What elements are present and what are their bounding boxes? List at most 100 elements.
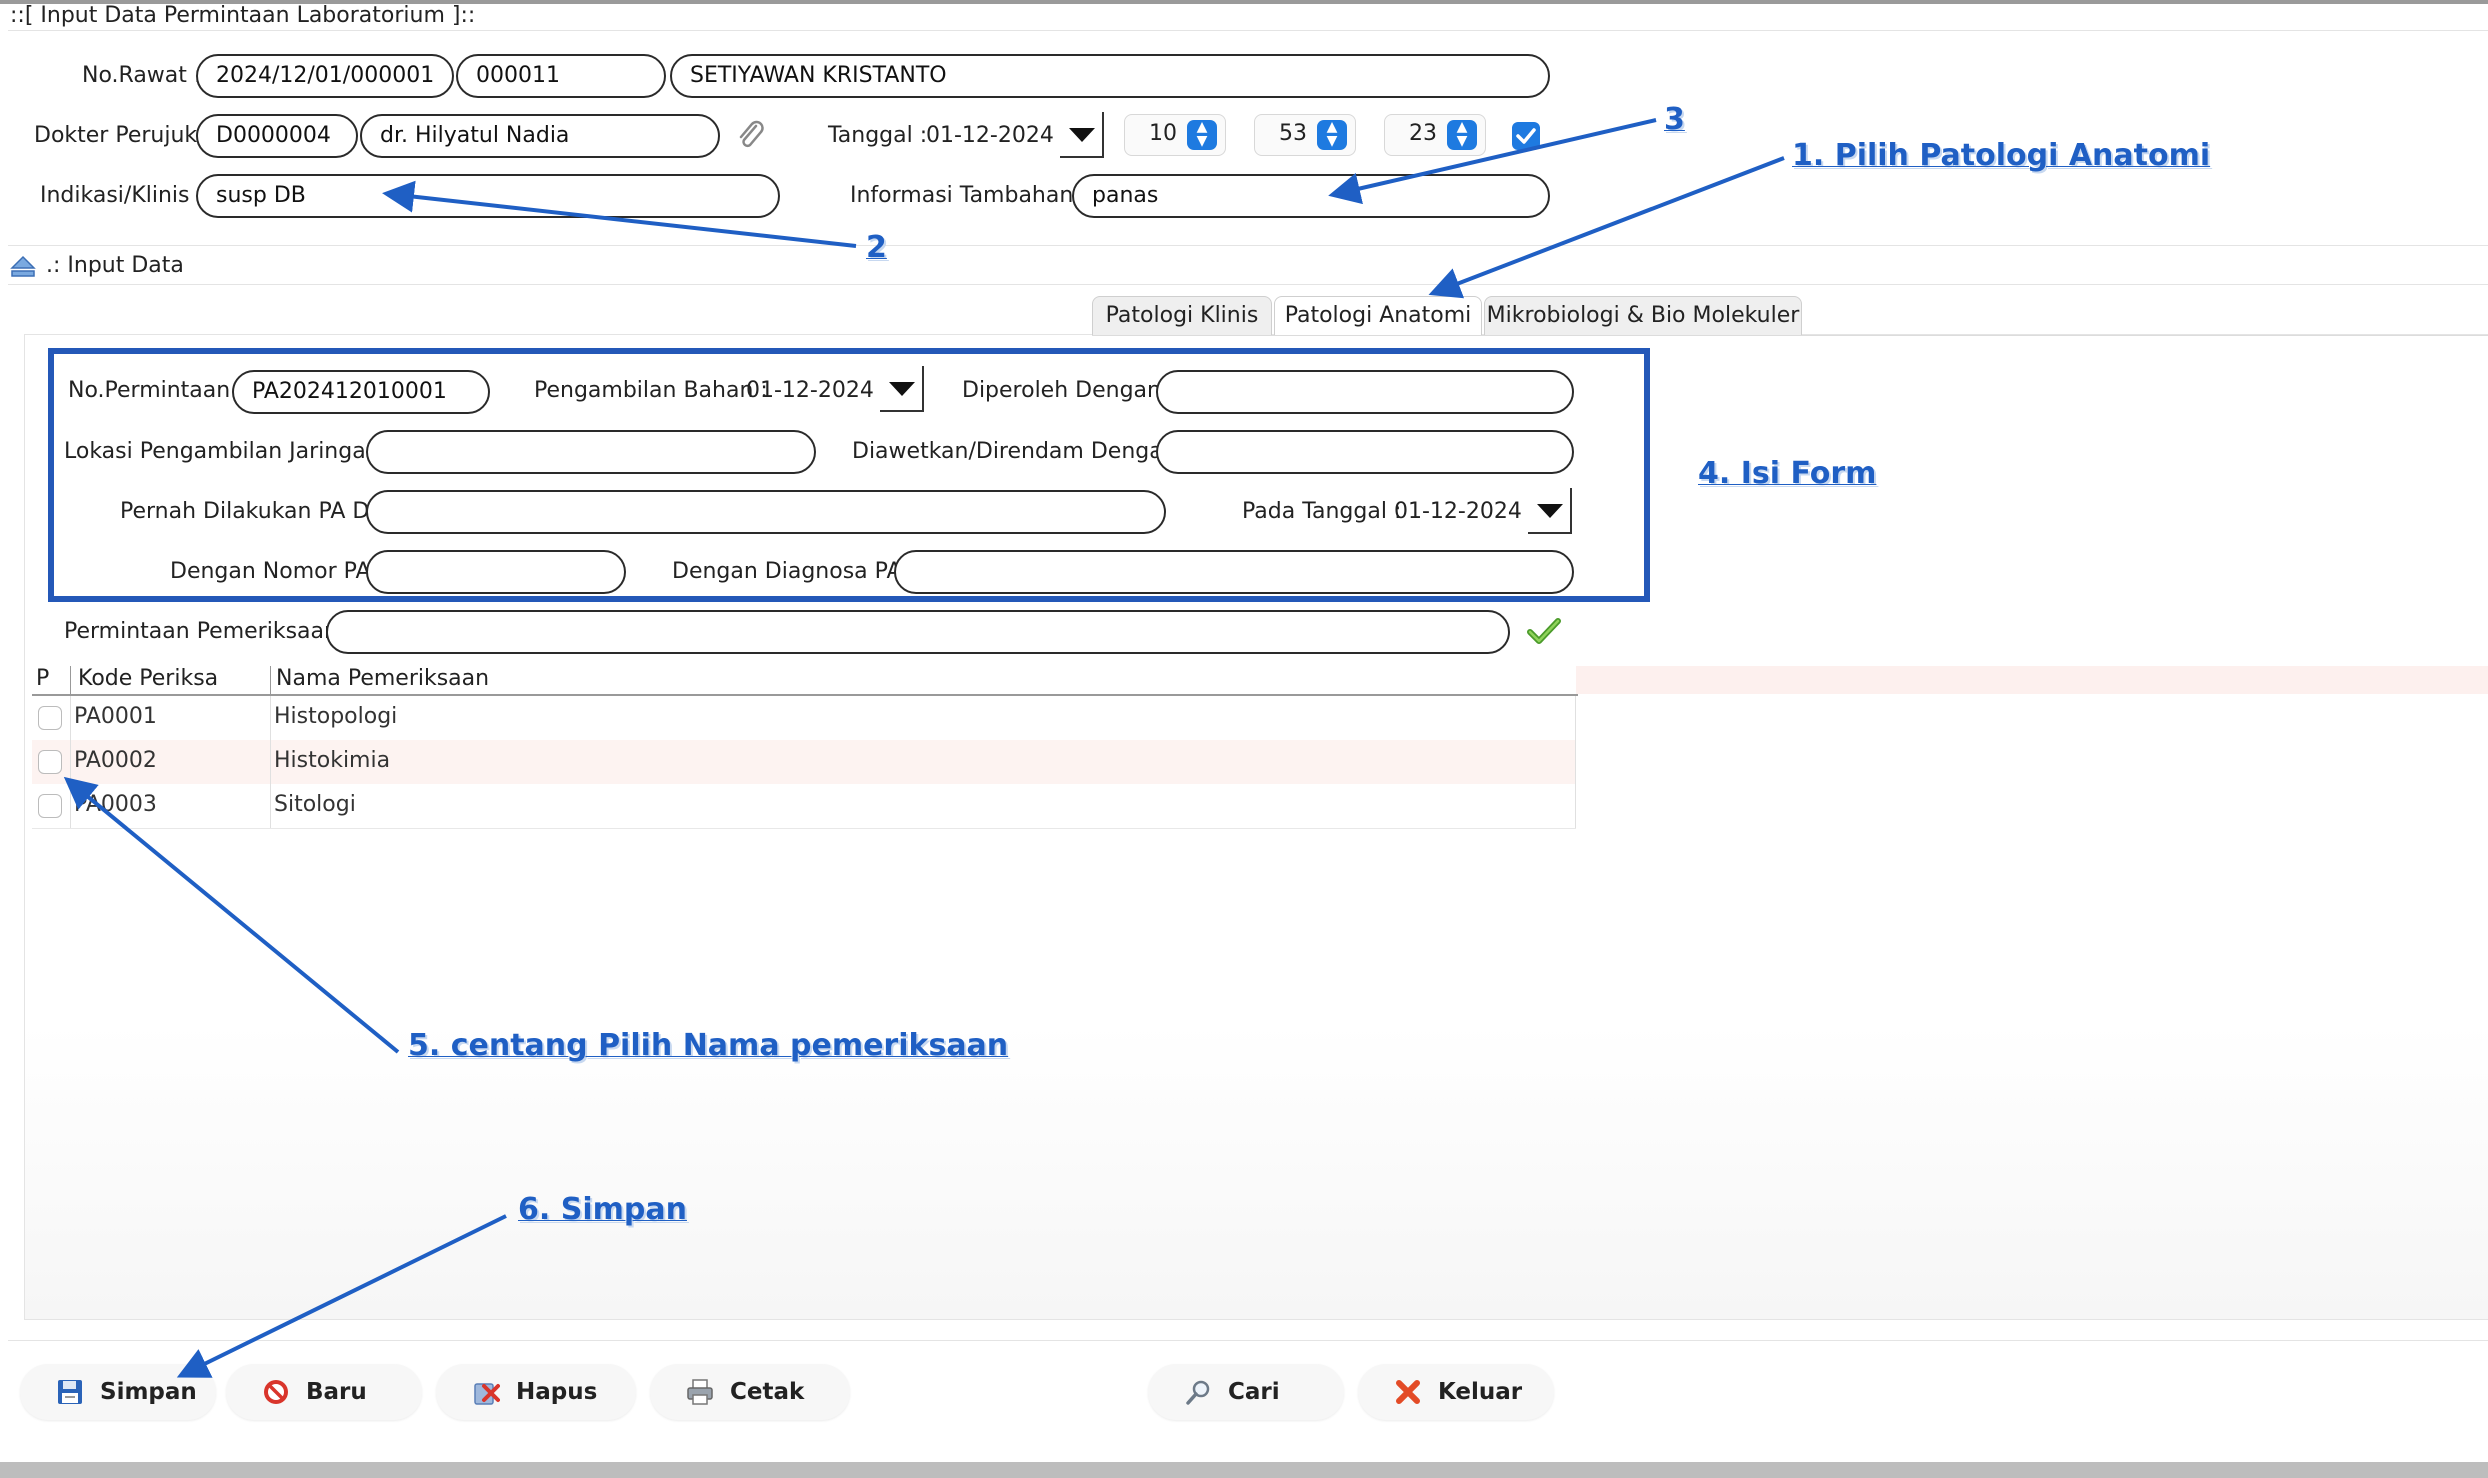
search-icon — [1186, 1380, 1210, 1405]
second-value: 23 — [1409, 121, 1437, 146]
col-header-kode[interactable]: Kode Periksa — [78, 666, 219, 691]
check-icon — [1516, 128, 1536, 144]
col-header-p[interactable]: P — [36, 666, 50, 691]
row-checkbox[interactable] — [38, 794, 62, 818]
no-rawat-label: No.Rawat : — [82, 63, 202, 88]
informasi-tambahan-label: Informasi Tambahan : — [850, 183, 1088, 208]
hour-spinner[interactable]: 10 ▲▼ — [1124, 114, 1226, 156]
tab-strip-line — [1092, 335, 2488, 336]
indikasi-label: Indikasi/Klinis : — [40, 183, 204, 208]
informasi-tambahan-field[interactable]: panas — [1072, 174, 1550, 218]
row-kode: PA0001 — [74, 704, 157, 729]
cari-button[interactable]: Cari — [1148, 1364, 1344, 1420]
second-stepper-icon[interactable]: ▲▼ — [1447, 120, 1477, 150]
indikasi-field[interactable]: susp DB — [196, 174, 780, 218]
baru-button[interactable]: Baru — [226, 1364, 422, 1420]
patient-name-field[interactable]: SETIYAWAN KRISTANTO — [670, 54, 1550, 98]
time-checkbox[interactable] — [1512, 122, 1540, 150]
cari-label: Cari — [1228, 1379, 1280, 1405]
no-rawat-field[interactable]: 2024/12/01/000001 — [196, 54, 454, 98]
row-nama: Histopologi — [274, 704, 398, 729]
eject-icon[interactable] — [10, 254, 36, 278]
header-panel — [8, 30, 2488, 246]
nomor-pa-field[interactable] — [366, 550, 626, 594]
delete-icon — [474, 1383, 500, 1405]
cetak-button[interactable]: Cetak — [650, 1364, 850, 1420]
tab-patologi-klinis[interactable]: Patologi Klinis — [1092, 296, 1272, 336]
print-icon — [687, 1379, 713, 1405]
lokasi-pengambilan-field[interactable] — [366, 430, 816, 474]
section-divider — [8, 284, 2488, 285]
pada-tanggal-value[interactable]: 01-12-2024 — [1394, 499, 1522, 524]
annotation-step5: 5. centang Pilih Nama pemeriksaan — [408, 1028, 1009, 1063]
table-header: P Kode Periksa Nama Pemeriksaan — [32, 666, 1578, 696]
arrow-step6 — [176, 1214, 507, 1378]
new-icon — [264, 1380, 288, 1404]
second-spinner[interactable]: 23 ▲▼ — [1384, 114, 1486, 156]
pengambilan-dropdown[interactable] — [880, 366, 924, 412]
col-divider — [270, 666, 271, 694]
hapus-label: Hapus — [516, 1379, 598, 1405]
minute-spinner[interactable]: 53 ▲▼ — [1254, 114, 1356, 156]
keluar-button[interactable]: Keluar — [1358, 1364, 1554, 1420]
cetak-label: Cetak — [730, 1379, 805, 1405]
arrow-step5 — [63, 776, 400, 1054]
no-rm-field[interactable]: 000011 — [456, 54, 666, 98]
annotation-step6: 6. Simpan — [518, 1192, 687, 1227]
search-check-icon[interactable] — [1526, 616, 1562, 648]
diawetkan-field[interactable] — [1156, 430, 1574, 474]
nomor-pa-label: Dengan Nomor PA : — [170, 559, 385, 584]
dokter-perujuk-label: Dokter Perujuk : — [34, 123, 212, 148]
table-col-line — [70, 696, 71, 828]
pengambilan-bahan-value[interactable]: 01-12-2024 — [746, 378, 874, 403]
lokasi-pengambilan-label: Lokasi Pengambilan Jaringan : — [64, 439, 395, 464]
pada-tanggal-dropdown[interactable] — [1528, 488, 1572, 534]
form-highlight-frame — [48, 348, 1650, 602]
pada-tanggal-label: Pada Tanggal : — [1242, 499, 1402, 524]
minute-value: 53 — [1279, 121, 1307, 146]
save-icon — [58, 1380, 82, 1404]
col-header-nama[interactable]: Nama Pemeriksaan — [276, 666, 490, 691]
row-kode: PA0002 — [74, 748, 157, 773]
diagnosa-pa-field[interactable] — [894, 550, 1574, 594]
window-top-border — [0, 0, 2488, 4]
annotation-step1: 1. Pilih Patologi Anatomi — [1792, 138, 2211, 173]
keluar-label: Keluar — [1438, 1379, 1523, 1405]
baru-label: Baru — [306, 1379, 367, 1405]
paperclip-icon[interactable] — [734, 118, 768, 152]
table-col-line — [270, 696, 271, 828]
pengambilan-bahan-label: Pengambilan Bahan : — [534, 378, 768, 403]
permintaan-pemeriksaan-label: Permintaan Pemeriksaan : — [64, 619, 353, 644]
dokter-name-field[interactable]: dr. Hilyatul Nadia — [360, 114, 720, 158]
annotation-step4: 4. Isi Form — [1698, 456, 1877, 491]
hapus-button[interactable]: Hapus — [436, 1364, 636, 1420]
hour-value: 10 — [1149, 121, 1177, 146]
tanggal-dropdown[interactable] — [1060, 112, 1104, 158]
table-row[interactable]: PA0003 Sitologi — [32, 784, 1576, 829]
annotation-step3: 3 — [1664, 102, 1685, 137]
tanggal-value[interactable]: 01-12-2024 — [926, 123, 1054, 148]
annotation-step2: 2 — [866, 230, 887, 265]
dokter-code-field[interactable]: D0000004 — [196, 114, 358, 158]
arrow-step3 — [1328, 118, 1657, 205]
minute-stepper-icon[interactable]: ▲▼ — [1317, 120, 1347, 150]
pernah-dilakukan-label: Pernah Dilakukan PA Di : — [120, 499, 390, 524]
row-checkbox[interactable] — [38, 750, 62, 774]
diperoleh-dengan-field[interactable] — [1156, 370, 1574, 414]
no-permintaan-field[interactable]: PA202412010001 — [232, 370, 490, 414]
row-checkbox[interactable] — [38, 706, 62, 730]
input-data-section-label: .: Input Data — [46, 253, 184, 278]
table-row[interactable]: PA0001 Histopologi — [32, 696, 1576, 741]
tab-patologi-anatomi[interactable]: Patologi Anatomi — [1274, 296, 1482, 336]
tanggal-label: Tanggal : — [828, 123, 928, 148]
pernah-dilakukan-field[interactable] — [366, 490, 1166, 534]
window-title: ::[ Input Data Permintaan Laboratorium ]… — [10, 3, 476, 28]
hour-stepper-icon[interactable]: ▲▼ — [1187, 120, 1217, 150]
table-row[interactable]: PA0002 Histokimia — [32, 740, 1576, 785]
tab-mikrobiologi[interactable]: Mikrobiologi & Bio Molekuler — [1484, 296, 1802, 336]
permintaan-pemeriksaan-field[interactable] — [326, 610, 1510, 654]
col-divider — [70, 666, 71, 694]
diperoleh-dengan-label: Diperoleh Dengan : — [962, 378, 1176, 403]
arrow-step1 — [1428, 156, 1785, 299]
